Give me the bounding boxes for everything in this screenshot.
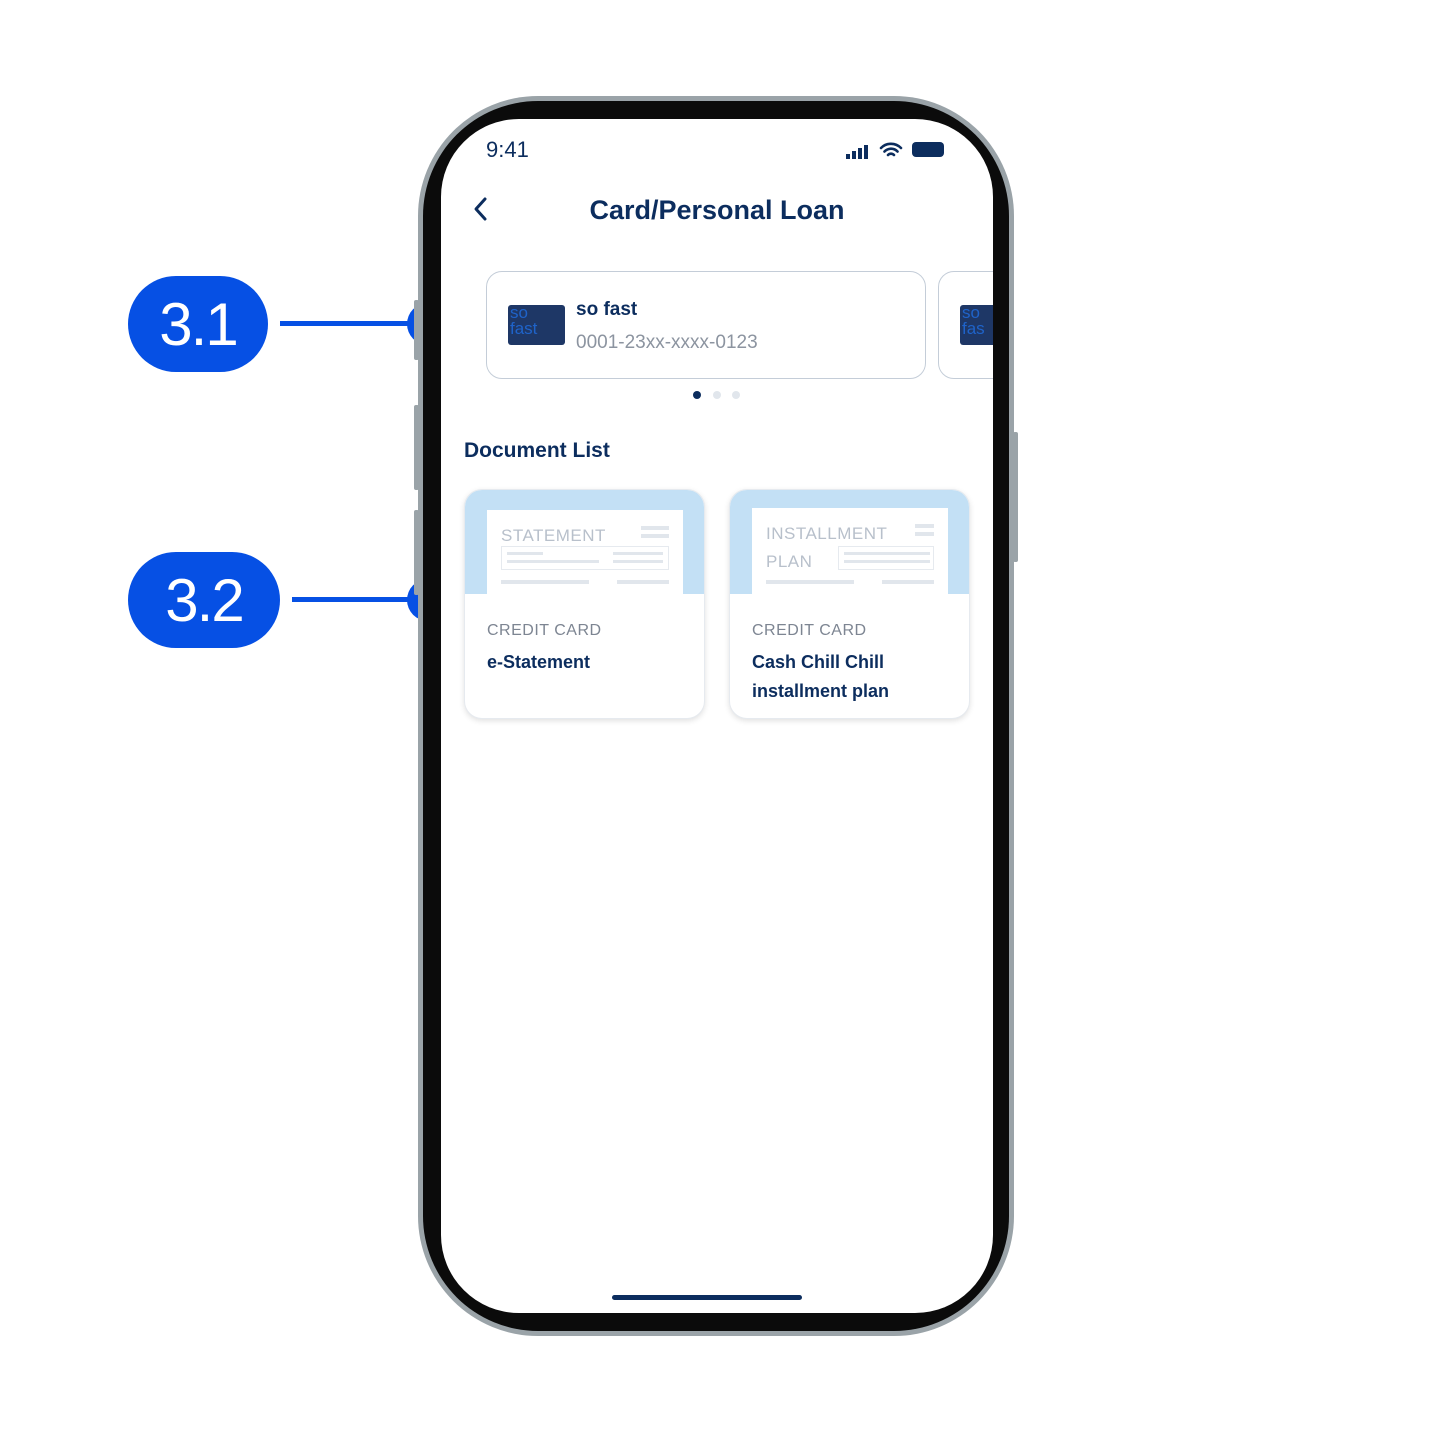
status-time: 9:41 [486,137,529,162]
signal-icon [846,143,870,159]
document-category: CREDIT CARD [752,622,867,639]
callout-3-2: 3.2 [128,552,280,648]
card-number: 0001-23xx-xxxx-0123 [576,332,758,353]
carousel-dot[interactable] [713,391,721,399]
page-title: Card/Personal Loan [589,195,845,225]
wifi-icon [879,142,903,157]
callout-line [292,597,430,602]
phone-button [414,405,419,490]
carousel-dot[interactable] [732,391,740,399]
home-indicator[interactable] [612,1295,802,1300]
section-title: Document List [464,439,610,462]
callout-3-1: 3.1 [128,276,268,372]
phone-button [414,510,419,595]
battery-icon [912,142,944,157]
phone-button [414,300,419,360]
callout-line [280,321,430,326]
document-title: e-Statement [487,652,591,672]
document-thumbnail: STATEMENT [465,490,704,594]
phone-button [1013,432,1018,562]
chevron-left-icon[interactable] [471,195,491,223]
document-category: CREDIT CARD [487,622,602,639]
document-card-e-statement[interactable]: STATEMENT CREDIT CARD e-Statement [464,489,705,719]
carousel-dot-active[interactable] [693,391,701,399]
card-name: so fast [576,299,638,320]
thumb-title: STATEMENT [501,526,606,545]
